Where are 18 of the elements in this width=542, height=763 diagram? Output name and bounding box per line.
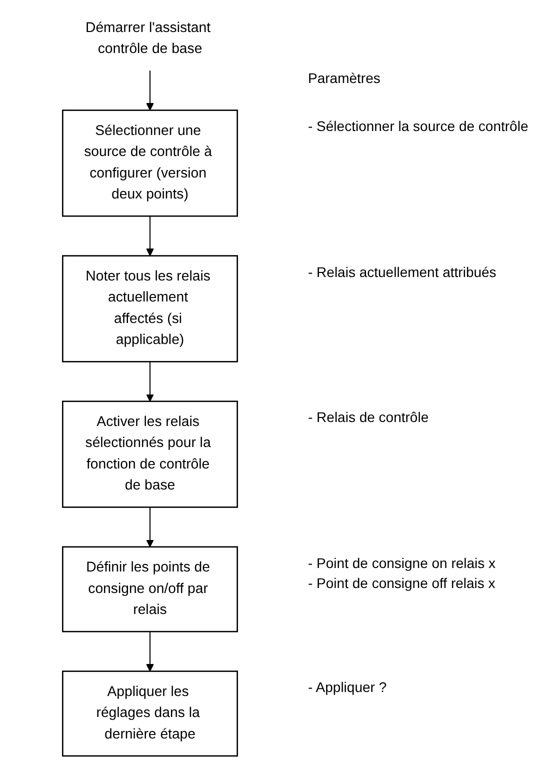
parameter-note: - Point de consigne on relais x — [308, 554, 497, 571]
node-box: Appliquer les réglages dans la dernière étape — [62, 670, 238, 757]
section-heading: Paramètres — [308, 70, 382, 86]
arrow — [146, 216, 154, 256]
arrow — [146, 362, 154, 402]
parameter-note: - Point de consigne off relais x — [308, 574, 496, 591]
arrow — [146, 70, 154, 111]
node-box: Définir les points de consigne on/off par relais — [62, 546, 238, 632]
arrow — [146, 507, 154, 548]
node-box: Activer les relais sélectionnés pour la fonction de contrôle de base — [62, 400, 238, 508]
node-box: Sélectionner une source de contrôle à configurer (version deux points) — [62, 110, 238, 217]
arrow — [146, 632, 154, 672]
node-text: Démarrer l'assistant contrôle de base — [86, 20, 211, 56]
parameter-note: - Relais actuellement attribués — [308, 264, 498, 280]
node-box: Noter tous les relais actuellement affectés (si applicable) — [62, 255, 238, 362]
parameter-note: - Relais de contrôle — [308, 409, 430, 426]
parameter-note: - Appliquer ? — [308, 679, 388, 696]
parameter-note: - Sélectionner la source de contrôle — [308, 118, 530, 134]
